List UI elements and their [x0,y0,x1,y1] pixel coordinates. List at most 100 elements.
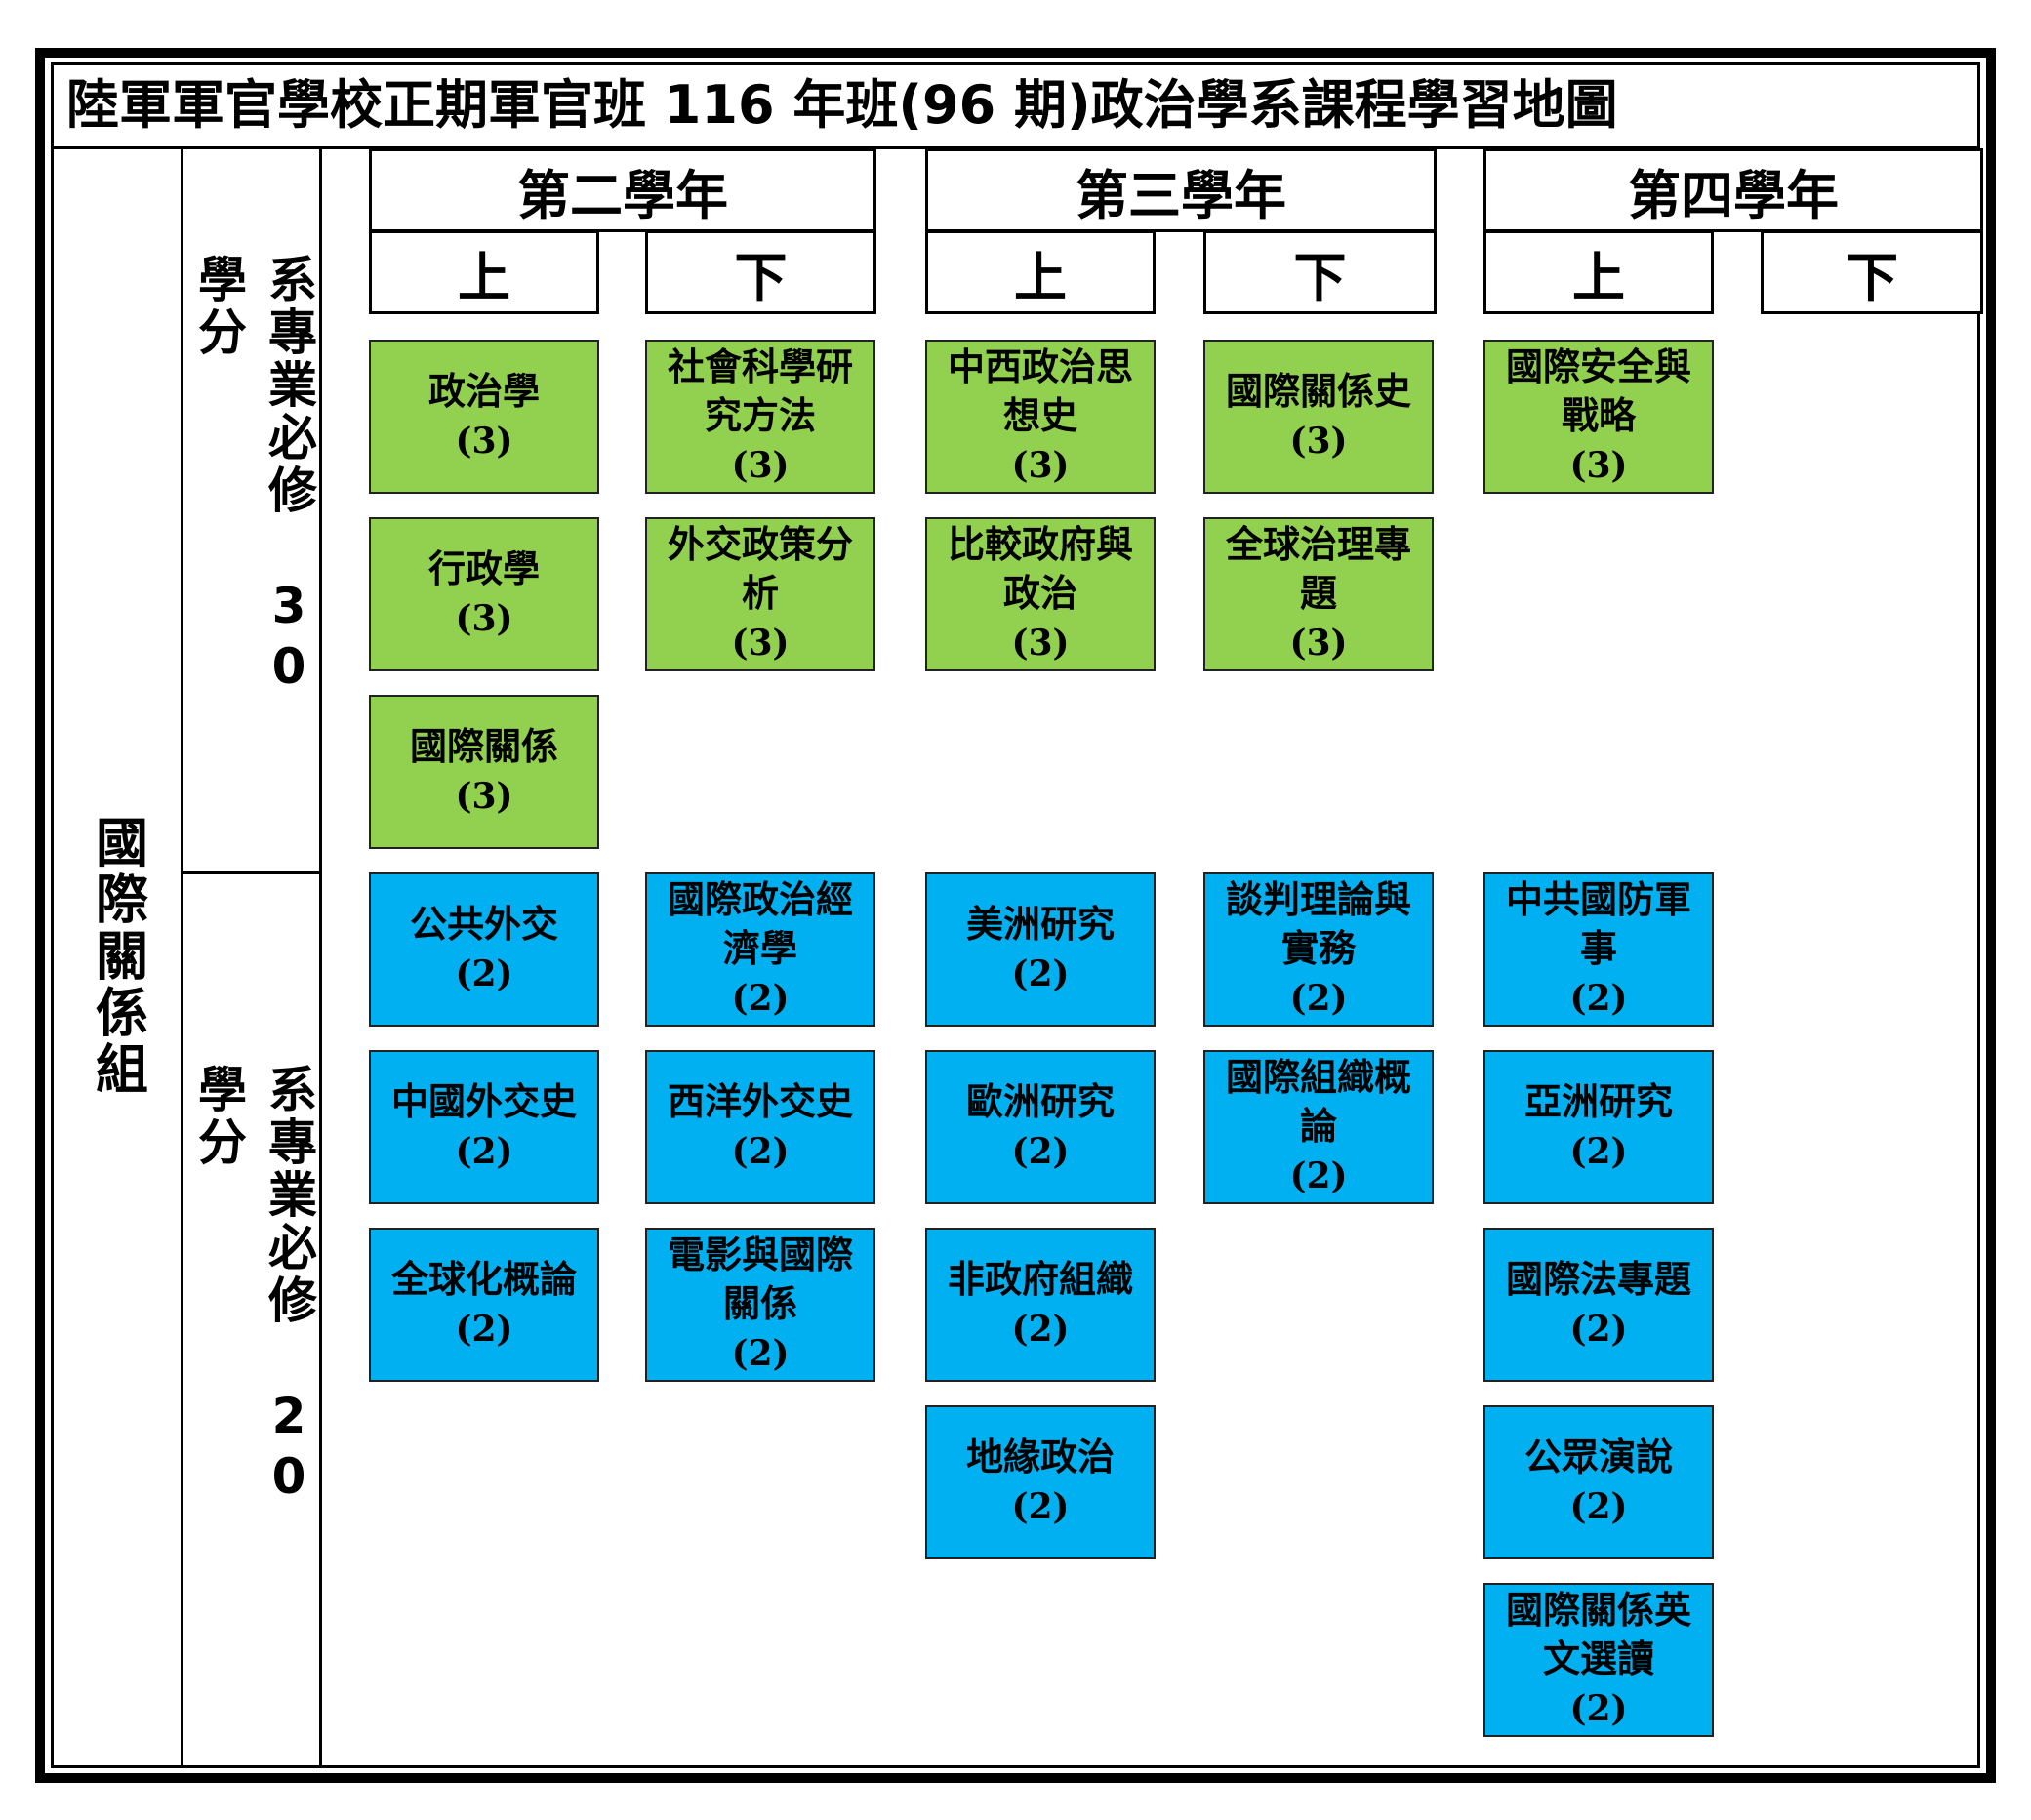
course-name: 國際關係史 [1225,370,1411,413]
course-credit: (3) [1569,445,1628,486]
elective-course-box: 國際組織概論 (2) [1203,1050,1434,1204]
course-credit: (2) [731,1333,790,1374]
required-course-box: 比較政府與政治 (3) [925,517,1156,671]
title-divider [51,146,1980,149]
elective-course-box: 國際法專題 (2) [1483,1228,1714,1382]
course-credit: (2) [1569,1688,1628,1729]
elective-course-box: 中國外交史 (2) [369,1050,599,1204]
section-column-divider [319,146,322,1768]
outer-frame [35,48,1996,1783]
course-credit: (2) [1289,978,1348,1019]
required-course-box: 國際關係 (3) [369,695,599,849]
section-required-label: 系專業必修 30 學分 [190,254,317,699]
section-divider [183,871,321,874]
course-name: 全球化概論 [390,1258,577,1301]
semester-header: 上 [369,230,599,314]
semester-header: 下 [645,230,876,314]
year-header-3: 第三學年 [925,148,1437,232]
course-name: 中國外交史 [390,1080,577,1123]
course-name: 中西政治思想史 [947,345,1133,437]
section-elective-label: 系專業必修 20 學分 [190,1064,317,1509]
course-credit: (2) [455,1131,513,1172]
course-credit: (3) [1011,445,1070,486]
course-credit: (2) [1569,1486,1628,1527]
elective-course-box: 西洋外交史 (2) [645,1050,875,1204]
semester-header: 下 [1761,230,1983,314]
course-credit: (2) [455,1309,513,1350]
course-name: 歐洲研究 [965,1080,1115,1123]
required-course-box: 行政學 (3) [369,517,599,671]
course-credit: (3) [455,421,513,462]
required-course-box: 社會科學研究方法 (3) [645,340,875,494]
course-credit: (2) [1569,1309,1628,1350]
course-credit: (2) [1011,953,1070,994]
course-credit: (2) [1569,1131,1628,1172]
elective-course-box: 美洲研究 (2) [925,872,1156,1027]
required-course-box: 國際安全與戰略 (3) [1483,340,1714,494]
course-name: 外交政策分析 [667,523,853,615]
course-credit: (3) [455,598,513,639]
group-column-divider [181,146,183,1768]
course-name: 國際法專題 [1505,1258,1691,1301]
required-course-box: 中西政治思想史 (3) [925,340,1156,494]
elective-course-box: 全球化概論 (2) [369,1228,599,1382]
course-credit: (2) [731,978,790,1019]
course-credit: (3) [1289,421,1348,462]
elective-course-box: 談判理論與實務 (2) [1203,872,1434,1027]
course-credit: (3) [731,445,790,486]
course-name: 電影與國際關係 [667,1234,853,1325]
elective-course-box: 地緣政治 (2) [925,1405,1156,1559]
elective-course-box: 亞洲研究 (2) [1483,1050,1714,1204]
year-header-2: 第二學年 [369,148,876,232]
course-credit: (2) [1011,1131,1070,1172]
course-credit: (2) [1011,1309,1070,1350]
course-credit: (2) [1011,1486,1070,1527]
course-name: 公眾演說 [1523,1436,1673,1478]
course-credit: (3) [731,623,790,664]
year-header-4: 第四學年 [1483,148,1983,232]
elective-course-box: 歐洲研究 (2) [925,1050,1156,1204]
course-name: 比較政府與政治 [947,523,1133,615]
course-name: 西洋外交史 [667,1080,853,1123]
course-credit: (2) [1569,978,1628,1019]
semester-header: 上 [1483,230,1714,314]
required-course-box: 外交政策分析 (3) [645,517,875,671]
course-name: 社會科學研究方法 [667,345,853,437]
course-name: 非政府組織 [947,1258,1133,1301]
course-name: 國際組織概論 [1225,1056,1411,1148]
course-name: 國際政治經濟學 [667,878,853,970]
course-name: 亞洲研究 [1523,1080,1673,1123]
course-name: 公共外交 [409,903,558,946]
elective-course-box: 公共外交 (2) [369,872,599,1027]
page-title: 陸軍軍官學校正期軍官班 116 年班(96 期)政治學系課程學習地圖 [66,74,1618,136]
course-credit: (2) [1289,1155,1348,1196]
course-name: 行政學 [427,547,540,590]
course-name: 美洲研究 [965,903,1115,946]
course-name: 全球治理專題 [1225,523,1411,615]
course-name: 政治學 [427,370,540,413]
elective-course-box: 電影與國際關係 (2) [645,1228,875,1382]
course-name: 國際關係 [409,725,558,768]
group-label-display: 國際關係組 [86,815,148,1098]
course-credit: (2) [455,953,513,994]
semester-header: 上 [925,230,1156,314]
required-course-box: 政治學 (3) [369,340,599,494]
course-credit: (3) [1289,623,1348,664]
elective-course-box: 國際政治經濟學 (2) [645,872,875,1027]
elective-course-box: 非政府組織 (2) [925,1228,1156,1382]
course-credit: (3) [455,776,513,817]
course-credit: (3) [1011,623,1070,664]
elective-course-box: 國際關係英文選讀 (2) [1483,1583,1714,1737]
required-course-box: 全球治理專題 (3) [1203,517,1434,671]
elective-course-box: 公眾演說 (2) [1483,1405,1714,1559]
elective-course-box: 中共國防軍事 (2) [1483,872,1714,1027]
course-name: 談判理論與實務 [1225,878,1411,970]
course-credit: (2) [731,1131,790,1172]
course-name: 中共國防軍事 [1505,878,1691,970]
semester-header: 下 [1203,230,1437,314]
required-course-box: 國際關係史 (3) [1203,340,1434,494]
inner-frame [51,62,1980,1768]
course-name: 國際安全與戰略 [1505,345,1691,437]
course-name: 地緣政治 [965,1436,1115,1478]
course-name: 國際關係英文選讀 [1505,1589,1691,1680]
